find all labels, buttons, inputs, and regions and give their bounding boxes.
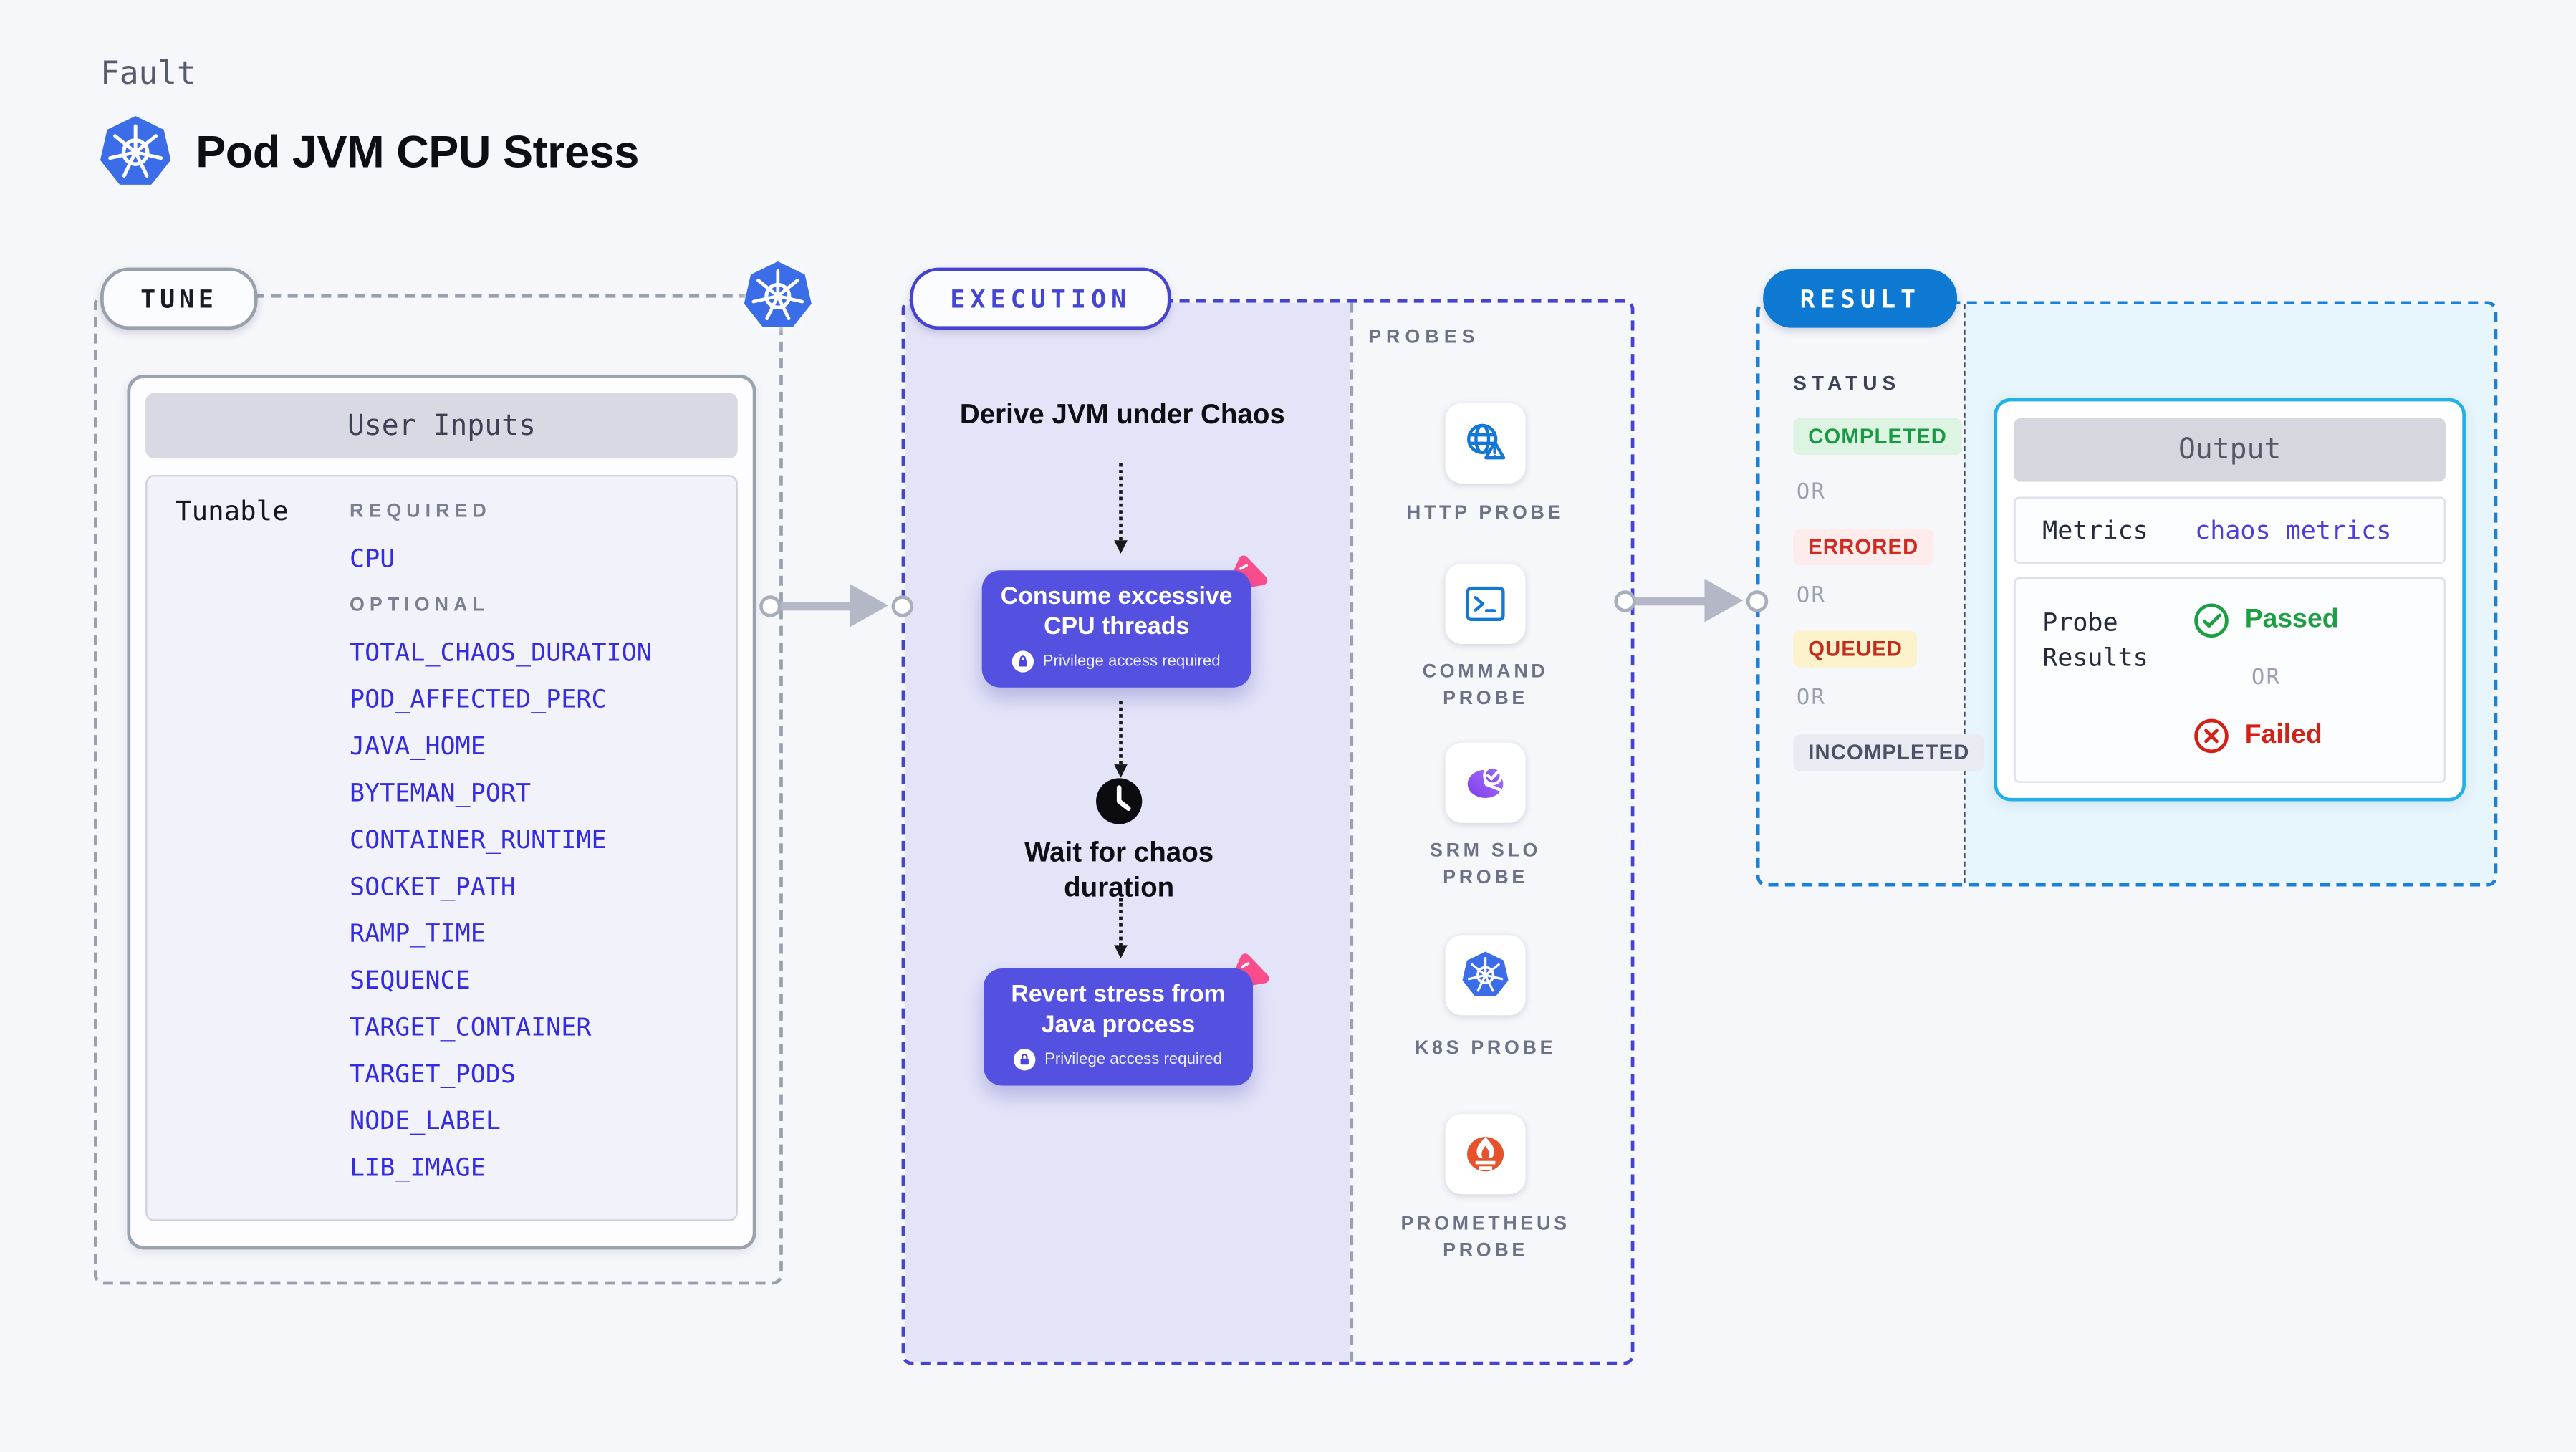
param-item: JAVA_HOME xyxy=(350,731,486,761)
or-label: OR xyxy=(1796,686,1827,711)
status-badge-errored: ERRORED xyxy=(1793,528,1934,566)
status-badge-completed: COMPLETED xyxy=(1793,418,1963,456)
probe-label: HTTP PROBE xyxy=(1406,503,1565,524)
arrow-line xyxy=(1628,596,1708,605)
probe-card xyxy=(1445,563,1526,645)
failed-result: Failed xyxy=(2193,718,2322,754)
optional-label: OPTIONAL xyxy=(350,595,489,616)
probe-results-label: Probe Results xyxy=(2042,607,2148,673)
or-label: OR xyxy=(1796,480,1827,506)
status-label: STATUS xyxy=(1793,371,1901,395)
privilege-note-text: Privilege access required xyxy=(1042,653,1221,672)
probe-label: SRM SLO PROBE xyxy=(1430,841,1542,888)
param-item: BYTEMAN_PORT xyxy=(350,777,532,808)
status-badge-queued: QUEUED xyxy=(1793,630,1918,668)
slo-gauge-check-icon xyxy=(1467,766,1504,798)
probe-card xyxy=(1445,403,1526,484)
user-inputs-card: User Inputs Tunable REQUIRED CPU OPTIONA… xyxy=(127,375,756,1250)
lock-icon xyxy=(1014,1049,1037,1072)
step-derive-label: Derive JVM under Chaos xyxy=(959,400,1285,431)
required-label: REQUIRED xyxy=(350,501,491,522)
param-item: TARGET_PODS xyxy=(350,1059,516,1090)
execution-badge: EXECUTION xyxy=(910,267,1172,330)
param-item: POD_AFFECTED_PERC xyxy=(350,684,607,715)
tune-to-execution-arrow xyxy=(759,583,913,628)
passed-result: Passed xyxy=(2193,602,2339,639)
status-badge-incompleted: INCOMPLETED xyxy=(1793,734,1985,771)
param-item: LIB_IMAGE xyxy=(350,1152,486,1183)
clock-icon xyxy=(1094,776,1144,826)
tune-badge: TUNE xyxy=(100,267,258,330)
lock-icon xyxy=(1012,651,1035,673)
flow-arrow xyxy=(1114,701,1128,778)
x-circle-icon xyxy=(2194,718,2229,754)
probe-label: PROMETHEUS PROBE xyxy=(1400,1214,1570,1261)
result-badge: RESULT xyxy=(1763,269,1958,328)
privilege-note: Privilege access required xyxy=(997,1049,1240,1072)
execution-group: Derive JVM under Chaos Consume excessive… xyxy=(901,299,1635,1365)
privilege-note: Privilege access required xyxy=(995,651,1238,673)
failed-label: Failed xyxy=(2244,721,2322,750)
param-item: CONTAINER_RUNTIME xyxy=(350,824,607,855)
arrow-line xyxy=(772,601,853,610)
execution-to-result-arrow xyxy=(1614,578,1769,622)
param-item: TARGET_CONTAINER xyxy=(350,1011,592,1042)
tune-group xyxy=(93,294,783,1285)
arrow-endpoint-dot xyxy=(1614,590,1636,612)
page-title: Pod JVM CPU Stress xyxy=(196,126,639,177)
passed-label: Passed xyxy=(2244,605,2339,635)
arrow-endpoint-dot xyxy=(1746,590,1769,612)
kubernetes-icon xyxy=(741,259,814,333)
execution-flow-panel xyxy=(905,302,1350,1362)
user-inputs-header: User Inputs xyxy=(145,393,738,458)
probe-label: K8S PROBE xyxy=(1414,1039,1557,1059)
kubernetes-icon xyxy=(1461,950,1510,998)
flow-arrow xyxy=(1114,463,1128,554)
metrics-row: Metrics chaos metrics xyxy=(2014,496,2446,564)
or-label: OR xyxy=(1796,583,1827,609)
step-wait-label: Wait for chaos duration xyxy=(1024,837,1214,903)
probes-divider xyxy=(1350,302,1354,1362)
arrow-endpoint-dot xyxy=(759,595,782,617)
metrics-value: chaos metrics xyxy=(2195,515,2392,546)
privilege-note-text: Privilege access required xyxy=(1044,1051,1222,1070)
probe-label: COMMAND PROBE xyxy=(1422,662,1549,710)
fault-eyebrow: Fault xyxy=(100,55,196,92)
result-group: STATUS COMPLETED OR ERRORED OR QUEUED OR… xyxy=(1756,301,2498,887)
param-item: NODE_LABEL xyxy=(350,1105,501,1136)
probe-card xyxy=(1445,742,1526,823)
action-label: Consume excessive CPU threads xyxy=(1000,583,1233,640)
output-card: Output Metrics chaos metrics Probe Resul… xyxy=(1994,398,2466,802)
probes-title: PROBES xyxy=(1368,327,1480,348)
check-circle-icon xyxy=(2194,603,2229,638)
tunable-label: Tunable xyxy=(176,495,289,527)
arrow-endpoint-dot xyxy=(891,595,913,617)
action-label: Revert stress from Java process xyxy=(1011,981,1226,1039)
probe-results-row: Probe Results Passed OR Failed xyxy=(2014,577,2446,783)
param-list: REQUIRED CPU OPTIONAL TOTAL_CHAOS_DURATI… xyxy=(350,499,652,1181)
arrow-head xyxy=(1704,578,1744,622)
param-item: SOCKET_PATH xyxy=(350,871,516,902)
param-item: CPU xyxy=(350,543,395,574)
action-box-consume: Consume excessive CPU threads Privilege … xyxy=(981,570,1251,688)
page-header: Pod JVM CPU Stress xyxy=(97,114,639,191)
probe-card xyxy=(1445,1114,1526,1195)
prometheus-icon xyxy=(1467,1137,1504,1172)
globe-alert-icon xyxy=(1467,423,1506,460)
tunable-panel: Tunable REQUIRED CPU OPTIONAL TOTAL_CHAO… xyxy=(145,475,738,1221)
terminal-icon xyxy=(1466,586,1505,622)
param-item: TOTAL_CHAOS_DURATION xyxy=(350,637,652,668)
flow-arrow xyxy=(1114,898,1128,959)
param-item: SEQUENCE xyxy=(350,965,471,996)
output-header: Output xyxy=(2014,418,2446,482)
kubernetes-icon xyxy=(97,114,173,191)
action-consume-wrap: Consume excessive CPU threads Privilege … xyxy=(981,570,1251,688)
param-item: RAMP_TIME xyxy=(350,918,486,949)
or-label: OR xyxy=(2251,665,2282,691)
arrow-head xyxy=(850,583,888,628)
action-revert-wrap: Revert stress from Java process Privileg… xyxy=(984,968,1253,1087)
metrics-label: Metrics xyxy=(2042,515,2148,546)
probe-card xyxy=(1445,935,1526,1016)
action-box-revert: Revert stress from Java process Privileg… xyxy=(984,968,1253,1087)
